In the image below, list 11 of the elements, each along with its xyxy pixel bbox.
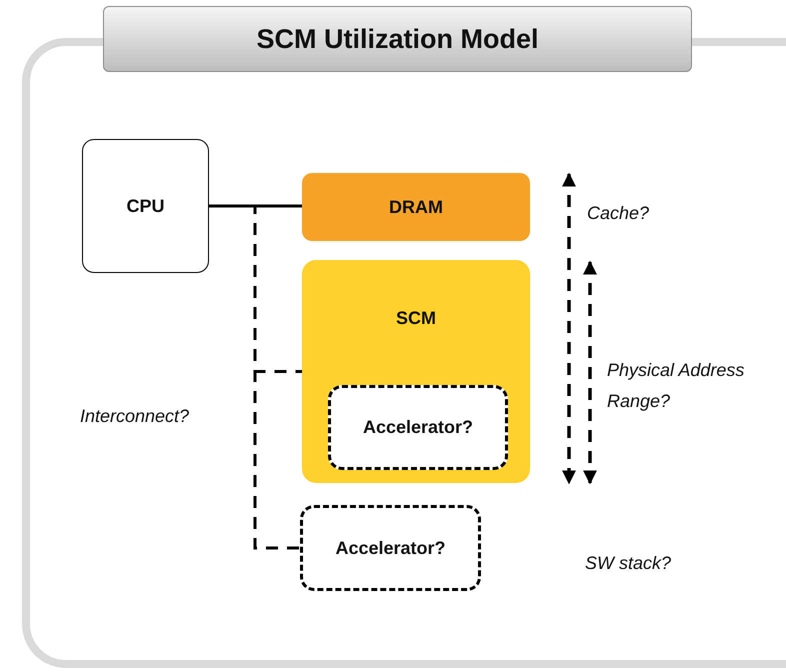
interconnect-label: Interconnect? (80, 406, 190, 427)
title-banner: SCM Utilization Model (103, 6, 692, 72)
cpu-box: CPU (82, 139, 209, 273)
accelerator-box: Accelerator? (300, 505, 481, 591)
dram-box: DRAM (302, 173, 530, 241)
scm-box: SCM Accelerator? (302, 260, 530, 483)
dashed-connector (209, 204, 300, 550)
range-label: Physical Address Range? (607, 359, 746, 413)
range-label: Cache? (587, 203, 650, 224)
stack-label: SW stack? (585, 553, 672, 574)
accelerator-box: Accelerator? (328, 385, 508, 470)
